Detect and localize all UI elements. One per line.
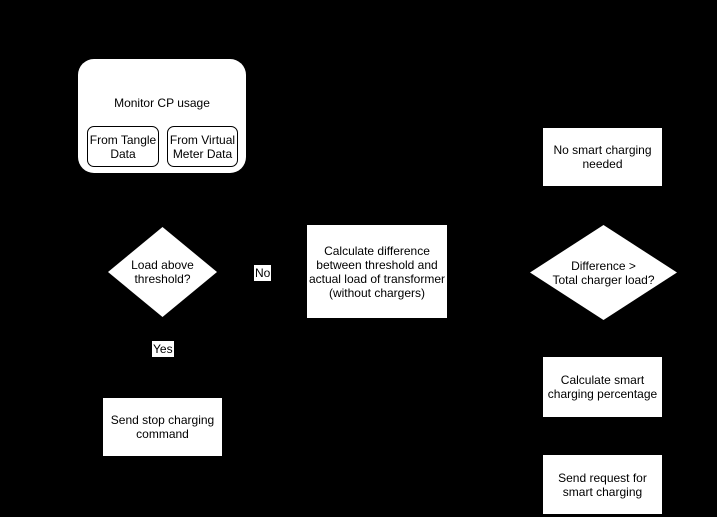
edge-label-yes: Yes bbox=[152, 341, 174, 357]
decision-load-above-threshold: Load above threshold? bbox=[108, 227, 217, 317]
process-send-request-smart-charging-label: Send request for smart charging bbox=[558, 470, 647, 499]
node-from-tangle-data-label: From Tangle Data bbox=[89, 132, 157, 161]
process-calculate-smart-charging-percentage: Calculate smart charging percentage bbox=[543, 357, 662, 417]
node-from-virtual-meter-data-label: From Virtual Meter Data bbox=[169, 132, 236, 161]
process-calculate-difference: Calculate difference between threshold a… bbox=[307, 225, 447, 318]
process-calculate-difference-label: Calculate difference between threshold a… bbox=[308, 243, 446, 300]
process-calculate-smart-charging-percentage-label: Calculate smart charging percentage bbox=[547, 373, 658, 401]
process-send-request-smart-charging: Send request for smart charging bbox=[543, 455, 662, 514]
decision-load-above-threshold-label: Load above threshold? bbox=[131, 258, 194, 286]
node-monitor-cp-usage-label: Monitor CP usage bbox=[114, 96, 210, 110]
process-no-smart-charging-needed: No smart charging needed bbox=[543, 128, 662, 186]
process-send-stop-charging-command-label: Send stop charging command bbox=[110, 413, 215, 441]
process-no-smart-charging-needed-label: No smart charging needed bbox=[553, 143, 652, 171]
decision-difference-gt-total-charger-load: Difference > Total charger load? bbox=[530, 225, 677, 320]
decision-difference-gt-total-charger-load-label: Difference > Total charger load? bbox=[552, 258, 655, 287]
node-from-virtual-meter-data: From Virtual Meter Data bbox=[167, 126, 238, 167]
node-from-tangle-data: From Tangle Data bbox=[87, 126, 159, 167]
process-send-stop-charging-command: Send stop charging command bbox=[103, 398, 222, 456]
edge-label-no: No bbox=[254, 265, 272, 281]
node-monitor-cp-usage: Monitor CP usage From Tangle Data From V… bbox=[78, 59, 246, 173]
